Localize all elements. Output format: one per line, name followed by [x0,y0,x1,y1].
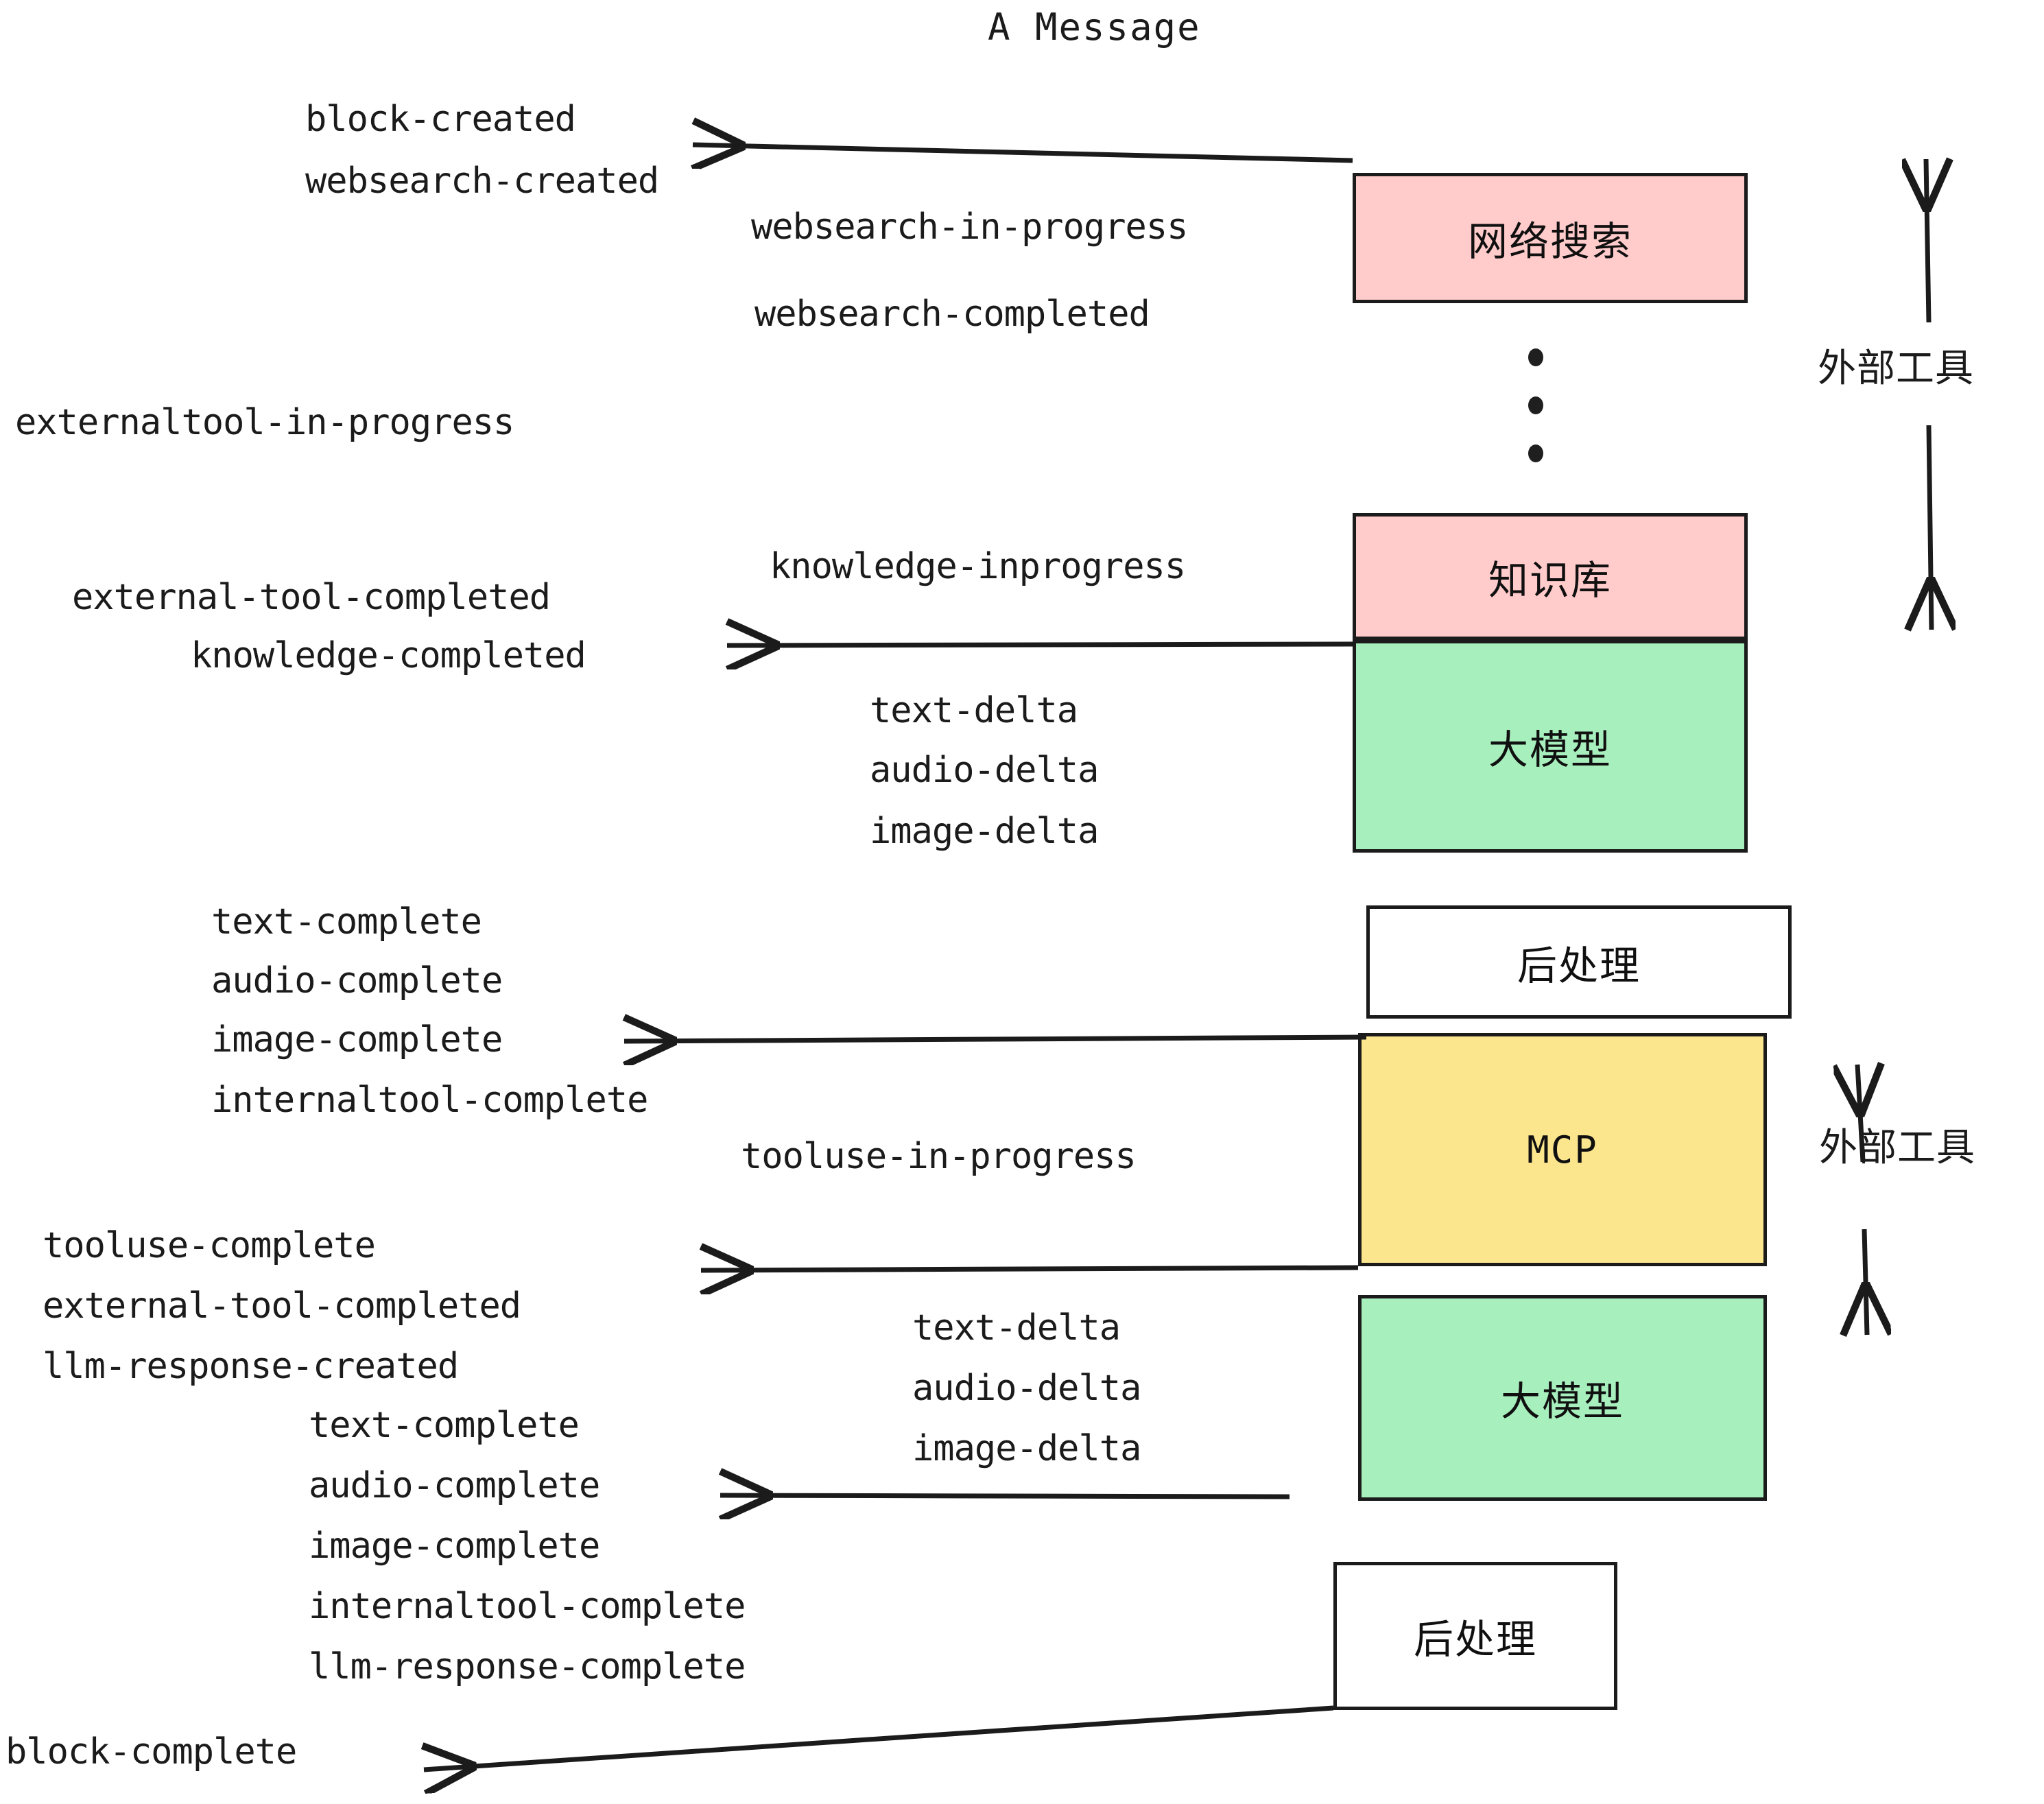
node-mcp[interactable]: MCP [1358,1033,1767,1266]
event-block-complete: block-complete [5,1731,297,1772]
event-block-created: block-created [305,99,576,140]
event-tooluse-in-progress: tooluse-in-progress [741,1136,1137,1177]
event-image-delta-2: image-delta [912,1428,1141,1469]
event-image-complete-1: image-complete [211,1019,503,1060]
event-image-complete-2: image-complete [309,1526,600,1567]
node-mcp-label: MCP [1527,1128,1598,1172]
event-text-complete-2: text-complete [309,1405,580,1446]
arrow-llm-to-audio-complete [720,1495,1290,1497]
node-knowledge-label: 知识库 [1488,558,1612,603]
event-llm-response-complete: llm-response-complete [309,1646,746,1687]
node-knowledge[interactable]: 知识库 [1353,513,1748,640]
node-postprocess-top[interactable]: 后处理 [1366,905,1792,1019]
arrow-external-tool-top-up [1926,159,1929,323]
arrow-postprocess-to-image-complete [624,1037,1367,1041]
event-tooluse-complete: tooluse-complete [43,1225,376,1266]
event-text-complete-1: text-complete [211,901,482,942]
page-title: A Message [988,5,1201,49]
arrow-external-tool-top-down [1929,425,1932,630]
event-text-delta-1: text-delta [870,690,1078,731]
node-postprocess-bottom-label: 后处理 [1413,1617,1537,1662]
node-llm-bottom-label: 大模型 [1500,1379,1624,1424]
event-websearch-completed: websearch-completed [754,294,1150,335]
ellipsis-dot-icon [1528,444,1543,462]
node-websearch-label: 网络搜索 [1467,219,1632,264]
node-postprocess-bottom[interactable]: 后处理 [1333,1562,1617,1710]
event-audio-complete-1: audio-complete [211,960,503,1001]
arrow-external-tool-bottom-down [1864,1229,1867,1335]
side-label-external-tool-top: 外部工具 [1818,346,1974,390]
event-internaltool-complete-2: internaltool-complete [309,1586,746,1627]
event-external-tool-completed-1: external-tool-completed [72,577,551,618]
event-audio-delta-1: audio-delta [870,750,1099,791]
ellipsis-dot-icon [1528,348,1543,366]
node-llm-top[interactable]: 大模型 [1353,640,1748,853]
node-llm-top-label: 大模型 [1488,728,1612,772]
arrow-knowledge-to-knowledge-completed [727,644,1353,645]
event-knowledge-completed: knowledge-completed [191,635,586,676]
arrow-mcp-to-tooluse-complete [701,1268,1359,1270]
event-audio-delta-2: audio-delta [912,1368,1141,1409]
event-externaltool-in-progress: externaltool-in-progress [15,402,514,443]
arrow-postprocess-to-block-complete [424,1705,1334,1770]
event-image-delta-1: image-delta [870,811,1099,852]
event-websearch-created: websearch-created [305,161,659,202]
event-text-delta-2: text-delta [912,1307,1121,1349]
event-websearch-in-progress: websearch-in-progress [751,206,1188,248]
arrow-websearch-to-block-created [693,145,1353,161]
node-websearch[interactable]: 网络搜索 [1353,173,1748,303]
node-llm-bottom[interactable]: 大模型 [1358,1295,1767,1501]
ellipsis-dot-icon [1528,396,1543,414]
event-internaltool-complete-1: internaltool-complete [211,1080,648,1121]
side-label-external-tool-bottom: 外部工具 [1819,1126,1975,1169]
event-external-tool-completed-2: external-tool-completed [43,1285,521,1327]
event-audio-complete-2: audio-complete [309,1465,600,1506]
node-postprocess-top-label: 后处理 [1517,943,1641,988]
event-knowledge-inprogress: knowledge-inprogress [770,546,1186,587]
event-llm-response-created: llm-response-created [43,1346,459,1387]
